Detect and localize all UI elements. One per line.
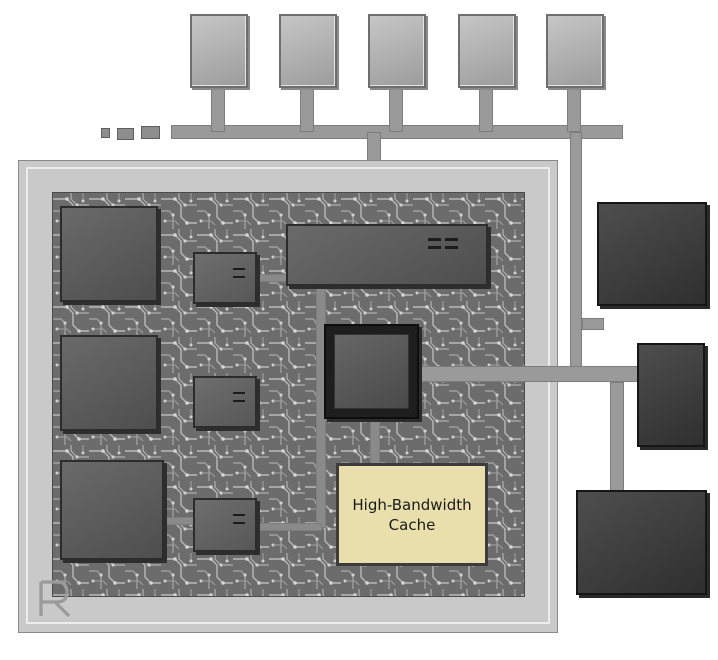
processor-core (334, 334, 409, 409)
right-chip-upper (597, 202, 707, 306)
top-bus-pad-4-stem (479, 86, 493, 132)
right-bus-horizontal (418, 366, 640, 382)
right-chip-lower (576, 490, 707, 595)
small-block-1-notch (233, 268, 245, 270)
left-memory-block-1 (60, 206, 158, 302)
small-block-2-notch (233, 392, 245, 394)
left-memory-block-2 (60, 335, 158, 431)
left-memory-block-3 (60, 460, 164, 560)
substrate-inner-outline (26, 167, 550, 624)
top-bus-pad-3-stem (389, 86, 403, 132)
small-pin-3 (141, 126, 160, 139)
small-block-1-notch (233, 276, 245, 278)
right-bus-to-upper-pad (582, 318, 604, 330)
top-wide-block-notch (445, 238, 458, 241)
small-block-2-notch (233, 400, 245, 402)
small-block-3-notch (233, 522, 245, 524)
small-block-1 (193, 252, 257, 304)
die-bus-left-3 (165, 517, 195, 525)
top-wide-block-notch (428, 246, 441, 249)
r-logo-icon (31, 576, 77, 622)
small-block-2 (193, 376, 257, 428)
right-bus-vertical (570, 132, 582, 382)
top-pad-3 (368, 14, 426, 88)
cache-label-line-1: High-Bandwidth (352, 495, 472, 514)
top-pad-2 (279, 14, 337, 88)
top-wide-block-notch (445, 246, 458, 249)
small-block-3 (193, 498, 257, 552)
top-pad-1 (190, 14, 248, 88)
top-bus-pad-1-stem (211, 86, 225, 132)
top-wide-block-notch (428, 238, 441, 241)
die-bus-row-1 (258, 274, 288, 282)
top-pad-5 (546, 14, 604, 88)
small-pin-2 (117, 128, 134, 140)
top-pad-4 (458, 14, 516, 88)
small-block-3-notch (233, 514, 245, 516)
right-chip-middle (637, 343, 705, 447)
die-bus-row-3 (258, 523, 322, 531)
high-bandwidth-cache-block: High-Bandwidth Cache (336, 463, 488, 566)
small-pin-1 (101, 128, 110, 138)
top-bus-pad-5-stem (567, 86, 581, 132)
top-wide-block (286, 224, 488, 286)
cache-label-line-2: Cache (388, 515, 436, 534)
top-bus-pad-2-stem (300, 86, 314, 132)
right-bus-to-lower-pad (610, 382, 624, 494)
